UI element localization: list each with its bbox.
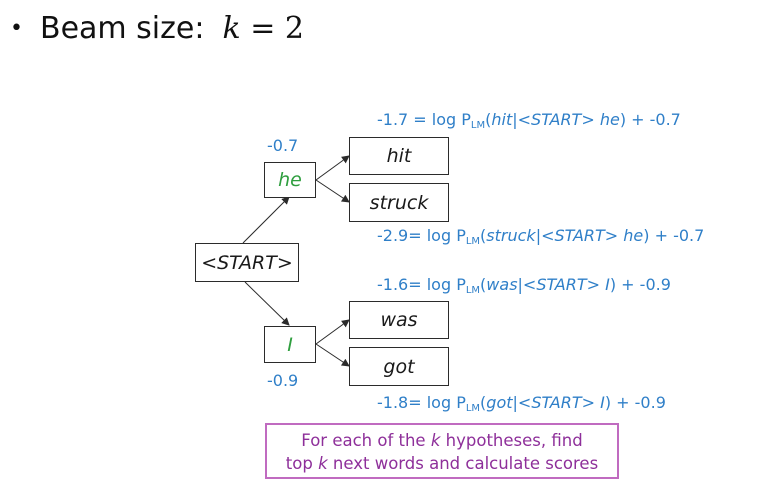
- note-line-2-b: next words and calculate scores: [327, 454, 599, 473]
- edge-he-hit: [315, 155, 350, 181]
- node-he: he: [264, 162, 316, 198]
- formula-struck: -2.9= log PLM(struck|<START> he) + -0.7: [377, 226, 704, 247]
- title-equals-value: = 2: [240, 10, 304, 46]
- node-got: got: [349, 347, 449, 386]
- edge-i-got: [315, 343, 350, 367]
- title-prefix: Beam size:: [40, 10, 205, 46]
- edge-he-struck: [315, 179, 350, 203]
- formula-hit-sub: LM: [470, 120, 486, 131]
- title-k-variable: k: [222, 10, 241, 46]
- formula-was-lhs: -1.6= log P: [377, 275, 466, 294]
- formula-got-cond: |<START> I: [512, 393, 605, 412]
- note-line-2: top k next words and calculate scores: [267, 452, 617, 475]
- node-was: was: [349, 301, 449, 339]
- note-line-1-a: For each of the: [301, 431, 431, 450]
- formula-struck-cond: |<START> he: [535, 226, 644, 245]
- formula-got-word: got: [486, 393, 513, 412]
- formula-struck-lhs: -2.9= log P: [377, 226, 466, 245]
- formula-hit-open: (: [485, 110, 492, 129]
- note-line-1: For each of the k hypotheses, find: [267, 429, 617, 452]
- formula-got: -1.8= log PLM(got|<START> I) + -0.9: [377, 393, 666, 414]
- formula-was-tail: ) + -0.9: [609, 275, 671, 294]
- node-struck: struck: [349, 183, 449, 222]
- bullet: •: [10, 15, 23, 41]
- formula-hit-lhs: -1.7 = log P: [377, 110, 471, 129]
- edge-start-he: [242, 196, 290, 244]
- formula-was-open: (: [480, 275, 487, 294]
- formula-got-lhs: -1.8= log P: [377, 393, 466, 412]
- formula-struck-tail: ) + -0.7: [643, 226, 705, 245]
- node-start: <START>: [195, 243, 299, 282]
- note-line-2-a: top: [285, 454, 319, 473]
- formula-got-tail: ) + -0.9: [604, 393, 666, 412]
- slide-title: • Beam size: k = 2: [10, 6, 304, 50]
- note-line-1-b: hypotheses, find: [440, 431, 583, 450]
- formula-got-sub: LM: [465, 403, 481, 414]
- formula-got-open: (: [480, 393, 487, 412]
- formula-was: -1.6= log PLM(was|<START> I) + -0.9: [377, 275, 671, 296]
- formula-struck-open: (: [480, 226, 487, 245]
- edge-i-was: [315, 319, 350, 345]
- formula-was-sub: LM: [465, 285, 481, 296]
- score-i: -0.9: [267, 371, 299, 390]
- edge-start-i: [244, 281, 290, 326]
- formula-was-cond: |<START> I: [517, 275, 610, 294]
- title-math: k = 2: [222, 11, 303, 46]
- note-box: For each of the k hypotheses, find top k…: [265, 423, 619, 479]
- formula-struck-sub: LM: [465, 236, 481, 247]
- node-hit: hit: [349, 137, 449, 175]
- formula-hit-word: hit: [491, 110, 513, 129]
- formula-hit-cond: |<START> he: [512, 110, 620, 129]
- formula-struck-word: struck: [486, 226, 536, 245]
- note-line-2-k: k: [318, 454, 328, 473]
- formula-was-word: was: [486, 275, 518, 294]
- score-he: -0.7: [267, 136, 299, 155]
- node-i: I: [264, 326, 316, 363]
- formula-hit: -1.7 = log PLM(hit|<START> he) + -0.7: [377, 110, 681, 131]
- note-line-1-k: k: [430, 431, 441, 450]
- formula-hit-tail: ) + -0.7: [619, 110, 681, 129]
